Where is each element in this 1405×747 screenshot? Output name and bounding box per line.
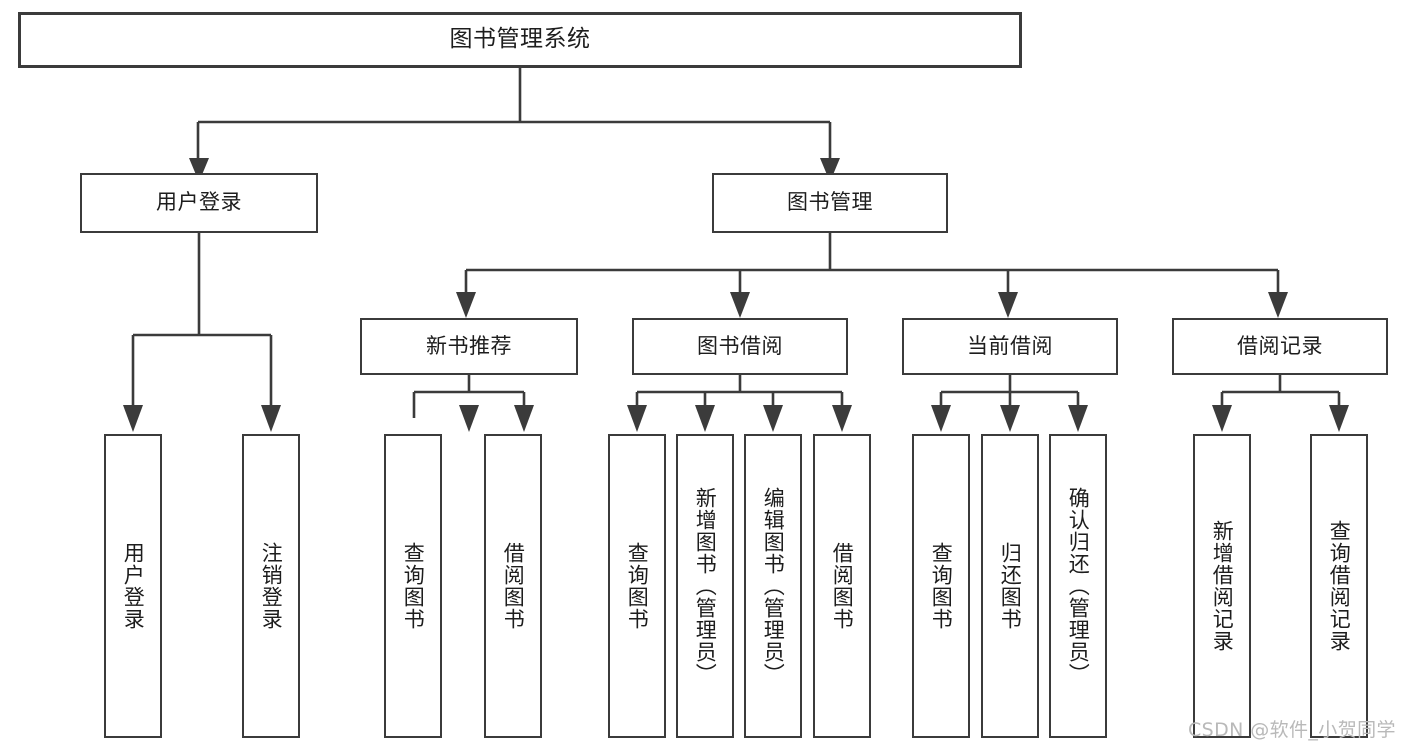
leaf-borrow-record-add-record[interactable]: 新增借阅记录	[1193, 434, 1251, 738]
node-root-book-management-system[interactable]: 图书管理系统	[18, 12, 1022, 68]
node-user-login[interactable]: 用户登录	[80, 173, 318, 233]
leaf-new-book-borrow-book-label: 借阅图书	[501, 542, 526, 630]
leaf-book-borrow-add-book-admin[interactable]: 新增图书（管理员）	[676, 434, 734, 738]
leaf-book-borrow-query-book-label: 查询图书	[625, 542, 650, 630]
leaf-book-borrow-query-book[interactable]: 查询图书	[608, 434, 666, 738]
node-book-borrow-label: 图书借阅	[697, 333, 783, 358]
node-current-borrow-label: 当前借阅	[967, 333, 1053, 358]
leaf-book-borrow-edit-book-admin-label: 编辑图书（管理员）	[761, 487, 786, 685]
leaf-user-login-logout[interactable]: 注销登录	[242, 434, 300, 738]
leaf-book-borrow-borrow-book[interactable]: 借阅图书	[813, 434, 871, 738]
leaf-book-borrow-add-book-admin-label: 新增图书（管理员）	[693, 487, 718, 685]
leaf-new-book-query-book-label: 查询图书	[401, 542, 426, 630]
leaf-borrow-record-query-record-label: 查询借阅记录	[1327, 520, 1352, 652]
leaf-borrow-record-query-record[interactable]: 查询借阅记录	[1310, 434, 1368, 738]
csdn-watermark-text: CSDN @软件_小贺同学	[1188, 719, 1396, 741]
node-book-management[interactable]: 图书管理	[712, 173, 948, 233]
leaf-borrow-record-add-record-label: 新增借阅记录	[1210, 520, 1235, 652]
leaf-current-borrow-return-book-label: 归还图书	[998, 542, 1023, 630]
leaf-user-login-logout-label: 注销登录	[259, 542, 284, 630]
node-book-borrow[interactable]: 图书借阅	[632, 318, 848, 375]
node-new-book-recommend-label: 新书推荐	[426, 333, 512, 358]
leaf-current-borrow-query-book-label: 查询图书	[929, 542, 954, 630]
leaf-book-borrow-borrow-book-label: 借阅图书	[830, 542, 855, 630]
leaf-user-login-login[interactable]: 用户登录	[104, 434, 162, 738]
leaf-new-book-query-book[interactable]: 查询图书	[384, 434, 442, 738]
node-user-login-label: 用户登录	[156, 190, 242, 215]
node-book-management-label: 图书管理	[787, 190, 873, 215]
leaf-current-borrow-query-book[interactable]: 查询图书	[912, 434, 970, 738]
node-root-label: 图书管理系统	[449, 26, 591, 53]
csdn-watermark: CSDN @软件_小贺同学	[1188, 715, 1396, 742]
leaf-current-borrow-confirm-return-admin-label: 确认归还（管理员）	[1066, 487, 1091, 685]
node-current-borrow[interactable]: 当前借阅	[902, 318, 1118, 375]
leaf-current-borrow-return-book[interactable]: 归还图书	[981, 434, 1039, 738]
leaf-user-login-login-label: 用户登录	[121, 542, 146, 630]
leaf-book-borrow-edit-book-admin[interactable]: 编辑图书（管理员）	[744, 434, 802, 738]
node-borrow-record-label: 借阅记录	[1237, 333, 1323, 358]
leaf-new-book-borrow-book[interactable]: 借阅图书	[484, 434, 542, 738]
leaf-current-borrow-confirm-return-admin[interactable]: 确认归还（管理员）	[1049, 434, 1107, 738]
node-new-book-recommend[interactable]: 新书推荐	[360, 318, 578, 375]
node-borrow-record[interactable]: 借阅记录	[1172, 318, 1388, 375]
